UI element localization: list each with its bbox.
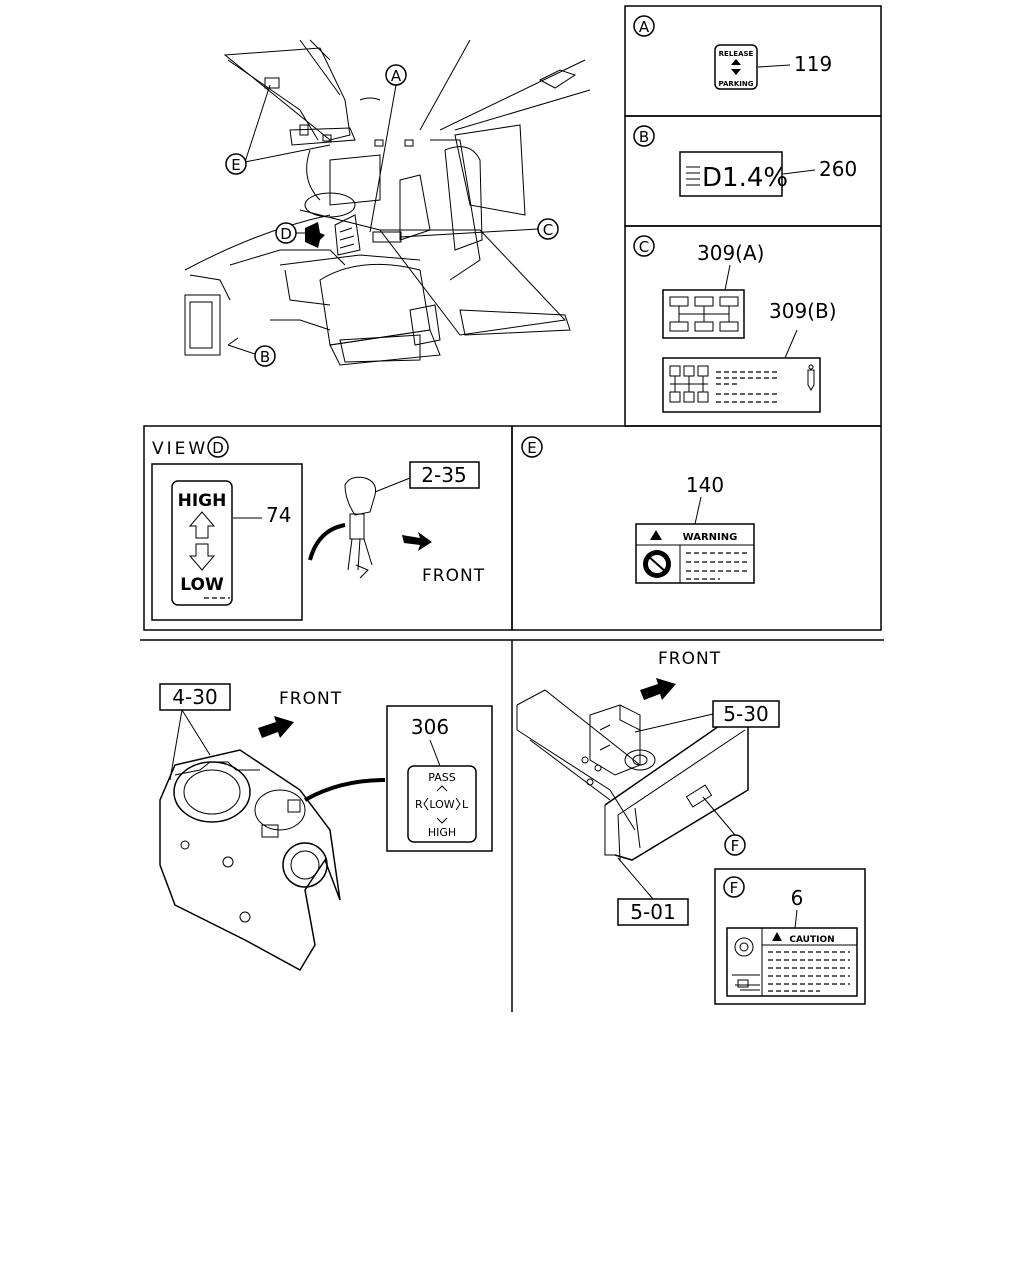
low-text: LOW: [180, 575, 224, 595]
low-pattern-text: LOW: [429, 798, 454, 811]
transfer-housing: [159, 749, 341, 972]
view-d-callout: D: [212, 439, 224, 457]
front-label-lower-left: FRONT: [279, 689, 342, 709]
part-309b: 309(B): [769, 299, 837, 323]
part-box-2-35: [409, 461, 480, 489]
panel-c-callout: C: [639, 238, 649, 256]
part-2-35: 2-35: [421, 463, 466, 487]
transfer-pattern-label: [407, 765, 477, 843]
panel-transfer-shift: 4-30 FRONT 306 PASS R LOW L HIGH: [159, 683, 493, 972]
part-5-30: 5-30: [723, 702, 768, 726]
callout-f-frame: F: [731, 837, 740, 855]
part-306: 306: [411, 715, 449, 739]
cab-interior-drawing: [184, 39, 591, 366]
panel-e-callout: E: [527, 439, 536, 457]
panel-frame: FRONT 5-30 5-01 F F 6: [516, 649, 866, 1005]
high-text: HIGH: [178, 491, 227, 511]
callout-b-text: B: [260, 348, 270, 366]
callout-c-main: C: [537, 218, 559, 240]
part-260: 260: [819, 157, 857, 181]
r-text: R: [415, 798, 423, 811]
callout-a-text: A: [391, 67, 402, 85]
callout-e-text: E: [231, 156, 240, 174]
part-box-4-30: [159, 683, 231, 711]
panel-f-callout: F: [730, 879, 739, 897]
panel-a-callout: A: [639, 18, 650, 36]
front-label-d: FRONT: [422, 566, 485, 586]
part-119: 119: [794, 52, 832, 76]
high-pattern-text: HIGH: [428, 826, 456, 839]
callout-d-main: D: [275, 222, 297, 244]
caution-text: CAUTION: [789, 935, 834, 945]
panel-borders: [140, 5, 884, 1012]
part-6: 6: [791, 886, 804, 910]
parking-text: PARKING: [719, 80, 754, 88]
callout-b-main: B: [254, 345, 276, 367]
pass-text: PASS: [428, 771, 455, 784]
panel-b: B D1.4% 260: [633, 125, 857, 197]
callout-c-text: C: [543, 221, 553, 239]
release-text: RELEASE: [719, 50, 754, 58]
panel-e: E 140 WARNING: [521, 436, 755, 584]
part-5-01: 5-01: [630, 900, 675, 924]
part-74: 74: [266, 503, 291, 527]
panel-a: A RELEASE PARKING 119: [633, 15, 832, 90]
front-label-lower-right: FRONT: [658, 649, 721, 669]
headlamp-level-label: [679, 151, 783, 197]
l-text: L: [462, 798, 469, 811]
callout-a-main: A: [385, 64, 407, 86]
view-title: VIEW: [152, 439, 208, 459]
panel-c: C 309(A) 309(B): [633, 235, 837, 413]
parking-release-label: [714, 44, 758, 90]
part-140: 140: [686, 473, 724, 497]
callout-e-main: E: [225, 153, 247, 175]
panel-view-d: VIEW D HIGH LOW 74 2-35 FRONT: [151, 436, 485, 621]
warning-text: WARNING: [683, 532, 738, 543]
panel-b-callout: B: [639, 128, 649, 146]
hi-lo-label: [171, 480, 233, 606]
part-4-30: 4-30: [172, 685, 217, 709]
part-309a: 309(A): [697, 241, 764, 265]
shift-lever: [344, 476, 376, 516]
callout-d-text: D: [280, 225, 292, 243]
part-box-5-30: [712, 700, 780, 728]
headlamp-level-text: D1.4%: [702, 163, 788, 193]
crossmember: [604, 708, 749, 861]
